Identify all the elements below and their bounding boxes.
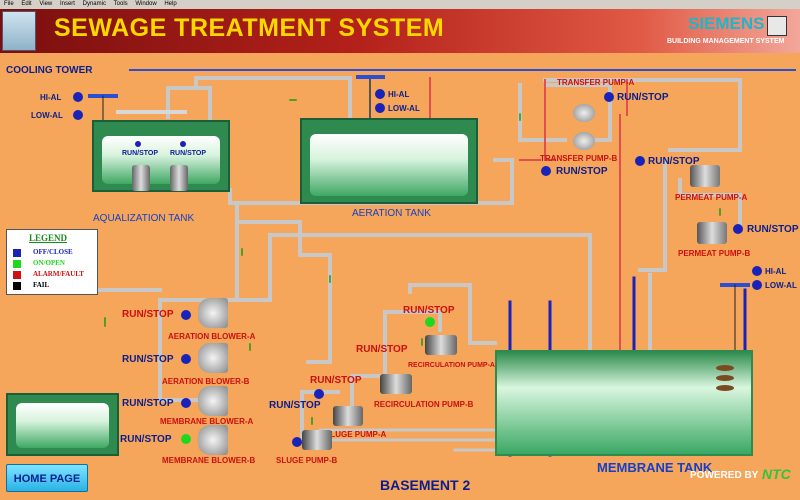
transfer-pump-b-indicator [635,156,645,166]
aqualization-low-al-indicator [73,110,83,120]
transfer-pump-b-indicator-2 [541,166,551,176]
legend: LEGEND OFF/CLOSE ON/OPEN ALARM/FAULT FAI… [6,229,98,295]
legend-item-alarm: ALARM/FAULT [13,270,98,280]
window-icon[interactable] [767,16,787,36]
sluge-pump-a-icon[interactable] [333,406,363,426]
recirculation-pump-a-icon[interactable] [425,335,457,355]
aeration-tank-label: AERATION TANK [352,208,431,219]
menu-tools[interactable]: Tools [113,1,128,7]
menu-file[interactable]: File [4,1,14,7]
permeat-pump-b-icon[interactable] [697,222,727,244]
membrane-blower-a-icon[interactable] [198,386,228,416]
aeration-blower-b-label: AERATION BLOWER-B [162,377,250,386]
transfer-pump-b-status-2: RUN/STOP [556,166,608,177]
menu-view[interactable]: View [39,1,53,7]
membrane-low-al-label: LOW-AL [765,281,797,290]
membrane-blower-b-status: RUN/STOP [120,434,172,445]
permeat-pump-a-icon[interactable] [690,165,720,187]
sluge-pump-b-label: SLUGE PUMP-B [276,456,338,465]
membrane-hi-al-indicator [752,266,762,276]
aeration-blower-b-icon[interactable] [198,343,228,373]
aeration-hi-al-indicator [375,89,385,99]
membrane-blower-b-icon[interactable] [198,425,228,455]
menu-dynamic[interactable]: Dynamic [82,1,106,7]
aqualization-pump-b-icon[interactable] [170,165,188,191]
permeat-pump-a-label: PERMEAT PUMP-A [675,193,748,202]
sluge-pump-a-indicator [314,389,324,399]
header-banner [0,9,800,53]
ntc-logo: NTC [762,466,791,482]
recirculation-pump-b-status: RUN/STOP [356,344,408,355]
menu-bar: File Edit View Insert Dynamic Tools Wind… [0,0,800,9]
transfer-pump-b-status: RUN/STOP [648,156,700,167]
menu-edit[interactable]: Edit [21,1,32,7]
aqualization-pump-b-status: RUN/STOP [170,150,207,157]
aqualization-pump-a-status: RUN/STOP [122,150,159,157]
sluge-pump-b-icon[interactable] [302,430,332,450]
membrane-blower-a-indicator [181,398,191,408]
storage-tank[interactable] [6,393,119,456]
transfer-pump-a-label: TRANSFER PUMP-A [557,78,635,87]
menu-help[interactable]: Help [164,1,177,7]
legend-item-off: OFF/CLOSE [13,248,98,258]
membrane-blower-a-label: MEMBRANE BLOWER-A [160,417,254,426]
aqualization-pump-a-indicator [135,141,141,147]
floor-label: BASEMENT 2 [380,477,471,493]
aqualization-pump-a-icon[interactable] [132,165,150,191]
sluge-pump-b-indicator [292,437,302,447]
aqualization-hi-al-indicator [73,92,83,102]
brand-logo: SIEMENS [688,14,765,33]
aeration-blower-a-indicator [181,310,191,320]
membrane-tank-label: MEMBRANE TANK [597,460,713,475]
sluge-pump-b-status: RUN/STOP [269,400,321,411]
recirculation-pump-b-label: RECIRCULATION PUMP-B [374,400,474,409]
transfer-pump-b-icon[interactable] [573,132,595,150]
permeat-pump-a-status: RUN/STOP [747,224,799,235]
home-page-button[interactable]: HOME PAGE [6,464,88,492]
aeration-blower-a-status: RUN/STOP [122,309,174,320]
membrane-blower-a-status: RUN/STOP [122,398,174,409]
transfer-pump-a-icon[interactable] [573,104,595,122]
membrane-blower-b-label: MEMBRANE BLOWER-B [162,456,256,465]
aeration-low-al-label: LOW-AL [388,104,420,113]
aqualization-low-al-label: LOW-AL [31,111,63,120]
aqualization-hi-al-label: HI-AL [40,93,62,102]
building-logo-icon [2,11,36,51]
menu-window[interactable]: Window [135,1,157,7]
aeration-blower-b-status: RUN/STOP [122,354,174,365]
legend-item-on: ON/OPEN [13,259,98,269]
aeration-hi-al-label: HI-AL [388,90,410,99]
membrane-hi-al-label: HI-AL [765,267,787,276]
permeat-pump-a-indicator [733,224,743,234]
aqualization-tank-label: AQUALIZATION TANK [93,213,195,224]
transfer-pump-b-label: TRANSFER PUMP-B [540,154,618,163]
transfer-pump-a-indicator [604,92,614,102]
aqualization-tank[interactable] [92,120,230,192]
page-title: SEWAGE TREATMENT SYSTEM [54,14,445,42]
aeration-blower-b-indicator [181,354,191,364]
recirculation-pump-a-indicator [425,317,435,327]
recirculation-pump-a-label: RECIRCULATION PUMP-A [408,362,495,369]
membrane-blower-b-indicator [181,434,191,444]
legend-title: LEGEND [29,233,68,243]
aeration-tank[interactable] [300,118,478,204]
powered-by-label: POWERED BY [690,470,759,481]
cooling-tower-label: COOLING TOWER [6,65,93,76]
membrane-low-al-indicator [752,280,762,290]
aeration-low-al-indicator [375,103,385,113]
sluge-pump-a-status: RUN/STOP [310,375,362,386]
menu-insert[interactable]: Insert [59,1,75,7]
sluge-pump-a-label: SLUGE PUMP-A [325,430,387,439]
aeration-blower-a-label: AERATION BLOWER-A [168,332,256,341]
brand-subtitle: BUILDING MANAGEMENT SYSTEM [667,38,785,45]
recirculation-pump-b-icon[interactable] [380,374,412,394]
aqualization-pump-b-indicator [180,141,186,147]
transfer-pump-a-status: RUN/STOP [617,92,669,103]
aeration-blower-a-icon[interactable] [198,298,228,328]
recirculation-pump-a-status: RUN/STOP [403,305,455,316]
permeat-pump-b-label: PERMEAT PUMP-B [678,249,751,258]
legend-item-fail: FAIL [13,281,98,291]
